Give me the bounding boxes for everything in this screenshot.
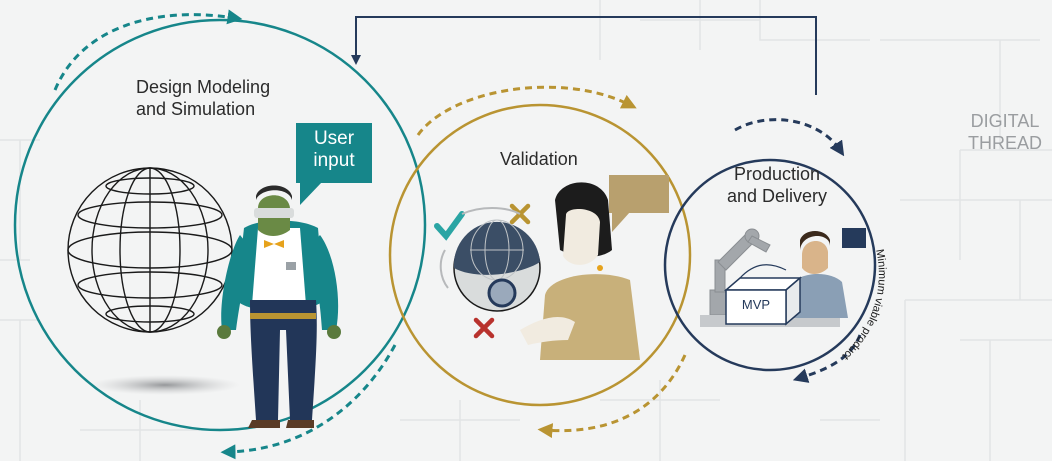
- user-input-label: User input: [296, 128, 372, 172]
- digital-thread-line1: DIGITAL: [970, 111, 1040, 131]
- ground-shadow: [90, 375, 240, 395]
- design-stage-line1: Design Modeling: [136, 77, 271, 97]
- mvp-arc-label: Minimum viable product: [840, 248, 888, 362]
- mvp-box: [723, 264, 803, 326]
- check-icon: [434, 211, 465, 241]
- feedback-arrow: [351, 16, 817, 95]
- woman-figure: [520, 175, 669, 360]
- user-input-bubble: [296, 123, 372, 205]
- wireframe-globe-icon: [67, 167, 233, 333]
- worker-figure: [790, 231, 848, 318]
- production-stage-line2: and Delivery: [726, 186, 828, 206]
- user-input-line2: input: [313, 150, 355, 171]
- production-circle: [663, 158, 877, 372]
- gold-arrow-bottom: [537, 354, 687, 439]
- validation-sphere-icon: [439, 207, 541, 312]
- digital-thread-line2: THREAD: [967, 133, 1042, 153]
- navy-arrow-bottom: [792, 334, 862, 383]
- gold-arrow-top: [416, 85, 637, 136]
- digital-thread-label: DIGITAL THREAD: [955, 110, 1052, 154]
- production-stage-label: Production and Delivery: [712, 163, 842, 207]
- design-circle: [13, 18, 427, 432]
- production-stage-line1: Production: [733, 164, 821, 184]
- man-figure: [217, 185, 341, 428]
- navy-arrow-top: [734, 118, 845, 157]
- user-input-line1: User: [313, 128, 355, 149]
- teal-arrow-bottom: [220, 344, 397, 460]
- mvp-box-label: MVP: [741, 297, 771, 312]
- design-stage-line2: and Simulation: [136, 99, 256, 119]
- validation-stage-label: Validation: [500, 149, 578, 169]
- screen-icon: [842, 228, 866, 248]
- x-mark-red-icon: [473, 317, 495, 339]
- design-stage-label: Design Modeling and Simulation: [136, 76, 270, 120]
- validation-circle: [388, 103, 692, 407]
